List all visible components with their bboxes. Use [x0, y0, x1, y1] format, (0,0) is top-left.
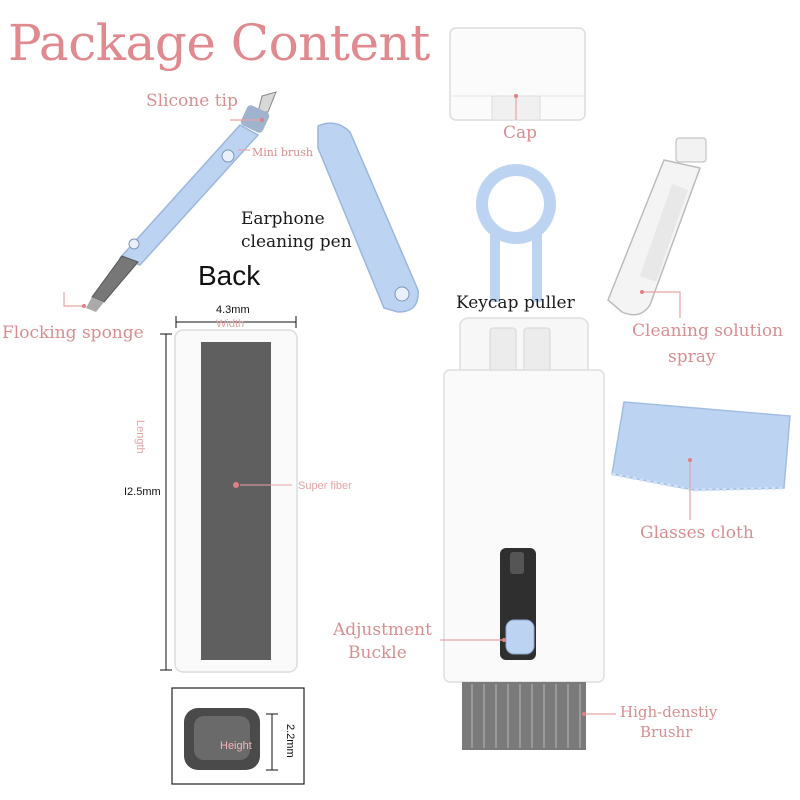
height-label: Height — [220, 740, 252, 752]
silicone-tip-label: Slicone tip — [146, 91, 238, 111]
height-inset-image — [171, 687, 305, 785]
page-title: Package Content — [8, 14, 430, 72]
height-value: 2.2mm — [284, 724, 296, 758]
cap-label: Cap — [503, 123, 538, 143]
super-fiber-label: Super fiber — [298, 480, 352, 492]
earphone-label-line1: Earphone — [241, 209, 325, 229]
width-label: Width — [216, 318, 245, 330]
earphone-label-line2: cleaning pen — [241, 232, 352, 252]
brush-label-line2: Brushr — [640, 723, 693, 741]
pointer-lines — [63, 96, 691, 715]
adjustment-label-line1: Adjustment — [333, 620, 432, 640]
mini-brush-label: Mini brush — [252, 146, 313, 159]
keycap-puller-label: Keycap puller — [456, 293, 575, 313]
glasses-cloth-image — [611, 401, 791, 492]
back-view-image — [174, 329, 298, 673]
main-kit-image — [443, 317, 605, 750]
earphone-pen-image — [317, 122, 419, 313]
width-value: 4.3mm — [216, 304, 250, 316]
cap-image — [449, 27, 586, 121]
cleaning-spray-label-line2: spray — [668, 347, 716, 367]
spray-bottle-image — [607, 137, 707, 316]
back-label: Back — [198, 260, 261, 291]
length-label: Length — [134, 420, 146, 454]
flocking-sponge-label: Flocking sponge — [2, 323, 144, 343]
brush-label-line1: High-denstiy — [620, 703, 718, 721]
silicone-tip-pen-image — [86, 91, 277, 312]
adjustment-label-line2: Buckle — [348, 643, 407, 663]
length-value: I2.5mm — [124, 486, 161, 498]
glasses-cloth-label: Glasses cloth — [640, 523, 754, 543]
keycap-puller-image — [476, 164, 556, 302]
cleaning-spray-label-line1: Cleaning solution — [632, 321, 784, 341]
dimension-lines — [160, 316, 297, 671]
